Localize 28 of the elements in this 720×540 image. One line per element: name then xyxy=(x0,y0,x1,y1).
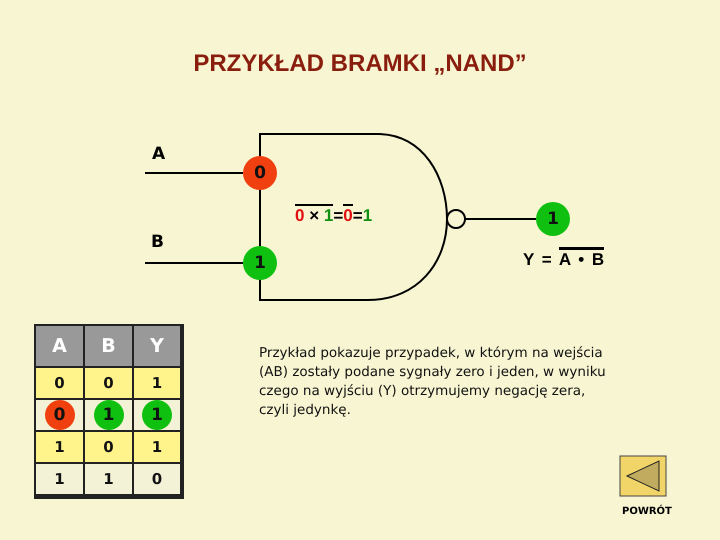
table-value: 0 xyxy=(103,374,114,392)
table-value: 1 xyxy=(152,374,162,392)
table-value: 1 xyxy=(54,470,65,488)
table-value: 1 xyxy=(54,438,65,456)
table-value: 0 xyxy=(54,374,65,392)
title: PRZYKŁAD BRAMKI „NAND” xyxy=(192,50,528,78)
signal-circle: 1 xyxy=(536,202,570,236)
table-value: 1 xyxy=(152,438,162,456)
table-header: B xyxy=(101,335,116,357)
highlighted-value: 1 xyxy=(94,400,124,430)
table-header: A xyxy=(52,335,67,357)
signal-line xyxy=(465,218,536,220)
highlighted-value: 0 xyxy=(44,400,74,430)
table-value: 1 xyxy=(103,470,114,488)
back-label: POWRÓT xyxy=(622,506,672,517)
signal-circle: 1 xyxy=(243,246,277,280)
equation-text: 0 × 1=0=1 xyxy=(295,206,372,226)
highlighted-value: 1 xyxy=(142,400,172,430)
table-value: 0 xyxy=(103,438,114,456)
signal-line xyxy=(145,172,243,174)
description-paragraph: Przykład pokazuje przypadek, w którym na wejścia (AB) zostały podane sygnały zero i jeden, w wyniku czego na wyjściu (Y) otrzymujemy negację zera, czyli jedynkę. xyxy=(259,344,607,420)
table-value: 0 xyxy=(152,470,162,488)
output-formula: Y = A • B xyxy=(523,250,604,270)
input-label: A xyxy=(152,144,166,164)
table-header: Y xyxy=(150,335,164,357)
signal-circle: 0 xyxy=(243,156,277,190)
input-label: B xyxy=(151,232,164,252)
signal-line xyxy=(145,262,243,264)
